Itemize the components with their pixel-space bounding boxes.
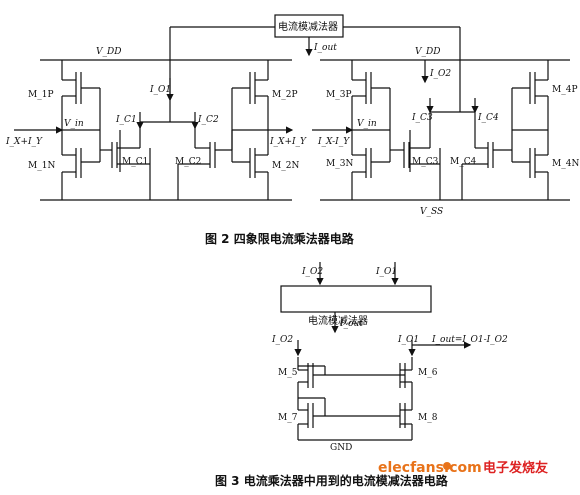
fig3-output-equation: I_out=I_O1-I_O2 [431,335,508,345]
fig3-m8: M_8 [418,413,438,423]
fig3-m6: M_6 [418,368,438,378]
watermark-dot-icon [443,462,451,470]
fig2-mc3: M_C3 [412,157,439,167]
fig2-block-label: 电流模减法器 [278,20,338,33]
fig2-m4n: M_4N [552,159,579,169]
fig2-mc4: M_C4 [450,157,477,167]
fig2-vin-left: V_in [64,119,84,129]
fig2-vdd-right: V_DD [415,47,440,57]
figure2-caption: 图 2 四象限电流乘法器电路 [205,231,355,246]
watermark-site: elecfans.com [378,460,482,476]
fig2-m3p: M_3P [326,90,352,100]
fig3-m5: M_5 [278,368,298,378]
figure2-wiring [14,14,570,201]
fig3-gnd: GND [330,443,352,453]
fig2-ic3: I_C3 [411,113,433,123]
fig2-mc1: M_C1 [122,157,148,167]
fig3-block-label: 电流模减法器 [308,314,368,327]
figure3-caption: 图 3 电流乘法器中用到的电流模减法器电路 [215,473,449,488]
fig2-m4p: M_4P [552,85,578,95]
fig2-io1: I_O1 [149,85,171,95]
fig3-io1: I_O1 [397,335,419,345]
fig2-input-right: I_X-I_Y [317,137,350,147]
fig2-input-left: I_X+I_Y [5,137,43,147]
figure3-wiring [280,262,472,441]
fig3-io2: I_O2 [271,335,293,345]
fig2-ic4: I_C4 [477,113,499,123]
fig2-mc2: M_C2 [175,157,201,167]
fig2-m3n: M_3N [326,159,353,169]
figure2-labels: 电流模减法器 V_DD V_DD V_SS I_out I_O1 I_O2 I_… [5,20,579,217]
fig3-io2-top: I_O2 [301,267,323,277]
fig2-m1p: M_1P [28,90,54,100]
fig2-io2: I_O2 [429,69,451,79]
fig2-m1n: M_1N [28,161,55,171]
fig2-ic2: I_C2 [197,115,219,125]
fig2-vss: V_SS [420,207,443,217]
figure3-labels: 电流模减法器 I_O2 I_O1 I_out I_O2 I_O1 I_out=I… [271,267,508,453]
fig3-subtractor-block [280,285,432,313]
fig3-iout: I_out [339,319,363,329]
fig2-vin-right: V_in [357,119,377,129]
watermark-cn: 电子发烧友 [483,460,548,476]
fig2-iout: I_out [313,43,337,53]
fig2-m2n: M_2N [272,161,299,171]
fig2-vdd-left: V_DD [96,47,121,57]
fig2-ic1: I_C1 [115,115,137,125]
fig3-m7: M_7 [278,413,298,423]
fig2-m2p: M_2P [272,90,298,100]
fig2-output-left: I_X+I_Y [269,137,307,147]
watermark: elecfans.com 电子发烧友 [378,460,548,476]
fig3-io1-top: I_O1 [375,267,397,277]
